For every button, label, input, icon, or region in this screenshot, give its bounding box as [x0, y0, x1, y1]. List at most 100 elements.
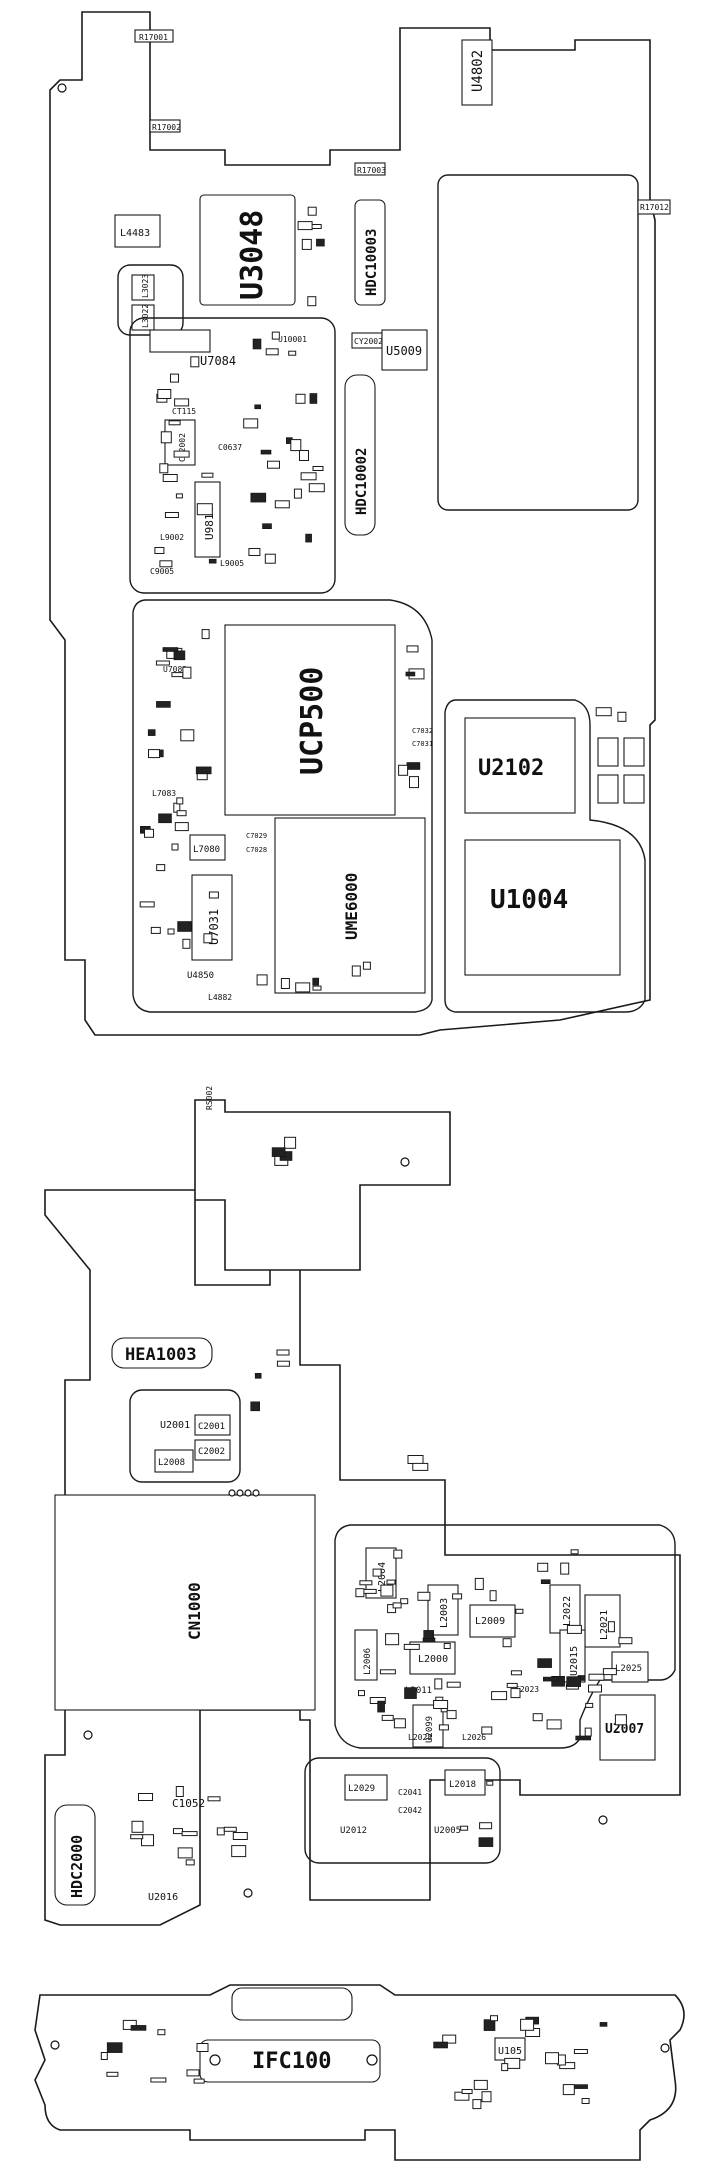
- smd-pad: [106, 2071, 119, 2077]
- mounting-hole: [366, 2054, 378, 2066]
- smd-pad: [190, 356, 200, 368]
- smd-pad: [180, 729, 195, 742]
- smd-pad: [300, 472, 317, 481]
- smd-pad: [585, 1702, 594, 1708]
- u1004-block: U1004: [464, 839, 621, 976]
- smd-pad: [562, 2084, 575, 2096]
- smd-pad: [483, 2019, 496, 2031]
- smd-pad: [159, 463, 169, 474]
- u10001-label: U10001: [278, 335, 307, 344]
- smd-pad: [182, 666, 192, 679]
- smd-pad: [196, 503, 213, 516]
- u4850-label: U4850: [187, 971, 214, 981]
- smd-pad: [595, 707, 612, 717]
- smd-pad: [452, 1593, 463, 1600]
- smd-pad: [271, 331, 280, 340]
- ct115-label: CT115: [172, 407, 196, 416]
- smd-pad: [264, 553, 276, 564]
- smd-pad: [181, 1831, 198, 1837]
- smd-pad: [171, 672, 184, 678]
- smd-pad: [380, 1584, 394, 1597]
- smd-pad: [138, 1793, 153, 1801]
- smd-pad: [404, 1687, 417, 1699]
- smd-pad: [491, 1691, 508, 1701]
- smd-pad: [162, 647, 179, 652]
- mounting-hole: [57, 83, 67, 93]
- smd-pad: [196, 2043, 209, 2052]
- smd-pad: [312, 466, 324, 471]
- smd-pad: [260, 449, 272, 455]
- cluster-left-mid: U7084 U10001 CT115 CT2002 C0637 U9814 L9…: [149, 329, 307, 576]
- l2004-label: L2004: [377, 1562, 388, 1592]
- smd-pad: [196, 773, 208, 781]
- l2009-label: L2009: [475, 1616, 505, 1627]
- ume6000-block: UME6000: [274, 817, 426, 994]
- smd-pad: [252, 338, 262, 350]
- smd-pad: [537, 1658, 552, 1668]
- smd-pad: [159, 560, 173, 568]
- smd-pad: [510, 1688, 521, 1699]
- l2006-label: L2006: [363, 1648, 373, 1675]
- smd-pad: [566, 1624, 582, 1634]
- smd-pad: [175, 493, 183, 499]
- smd-pad: [177, 1847, 193, 1859]
- smd-pad: [312, 977, 320, 986]
- c0637-label: C0637: [218, 443, 242, 452]
- c7032-label: C7032: [412, 727, 433, 735]
- l2029-label: L2029: [348, 1784, 375, 1794]
- l2022-label: L2022: [562, 1596, 573, 1626]
- smd-pad: [254, 404, 261, 410]
- smd-pad: [481, 2091, 492, 2103]
- smd-pad: [502, 1638, 512, 1648]
- smd-pad: [167, 928, 175, 935]
- smd-pad: [573, 2049, 588, 2054]
- l2028-label: L2028: [408, 1733, 432, 1742]
- shield-u2001: [129, 1389, 241, 1483]
- resistor-column-right: [597, 737, 645, 804]
- smd-pad: [392, 1602, 402, 1609]
- smd-pad: [574, 2084, 588, 2089]
- l9005-label: L9005: [220, 559, 244, 568]
- smd-pad: [489, 1590, 497, 1602]
- u2015-label: U2015: [569, 1646, 580, 1676]
- smd-pad: [265, 348, 279, 356]
- smd-pad: [274, 500, 290, 509]
- smd-pad: [256, 974, 268, 986]
- smd-pad: [545, 2052, 559, 2065]
- smd-pad: [131, 1820, 144, 1833]
- l2011-label: L2011: [405, 1686, 432, 1696]
- smd-pad: [276, 1349, 290, 1356]
- smd-pad: [409, 776, 419, 789]
- u7084-label: U7084: [200, 354, 236, 368]
- smd-pad: [158, 813, 172, 824]
- smd-pad: [520, 2018, 535, 2031]
- smd-pad: [423, 1630, 435, 1639]
- cluster-ucp-left: U7082 L7083 L7080 C7029 C7028 C7032 C703…: [152, 665, 433, 1002]
- l4483-label: L4483: [120, 228, 150, 239]
- u3048-label: U3048: [235, 210, 270, 300]
- smd-pad: [297, 221, 313, 231]
- smd-pad: [358, 1690, 365, 1697]
- smd-pad: [288, 350, 297, 356]
- smd-pad: [506, 1682, 518, 1688]
- smd-pad: [141, 1834, 154, 1847]
- smd-pad: [293, 488, 302, 499]
- smd-pad: [207, 1796, 221, 1802]
- hea1003-block: HEA1003: [111, 1337, 213, 1369]
- smd-pad: [231, 1845, 247, 1858]
- u2012-cluster: L2029 C2041 C2042 L2018 U2012 U2005: [340, 1769, 486, 1836]
- shield-u2012: [304, 1757, 501, 1864]
- l2008-label: L2008: [158, 1458, 185, 1468]
- shield-right-lower: [444, 699, 646, 1013]
- u2012-label: U2012: [340, 1826, 367, 1836]
- smd-pad: [478, 1837, 494, 1847]
- smd-pad: [262, 523, 272, 530]
- smd-pad: [559, 2062, 576, 2070]
- smd-pad: [387, 1604, 397, 1614]
- cn1000-block: CN1000: [54, 1494, 316, 1711]
- c7028-label: C7028: [246, 846, 267, 854]
- r17001-label: R17001: [139, 33, 168, 42]
- smd-pad: [174, 398, 190, 407]
- smd-pad: [164, 512, 179, 518]
- smd-pad: [599, 2022, 608, 2027]
